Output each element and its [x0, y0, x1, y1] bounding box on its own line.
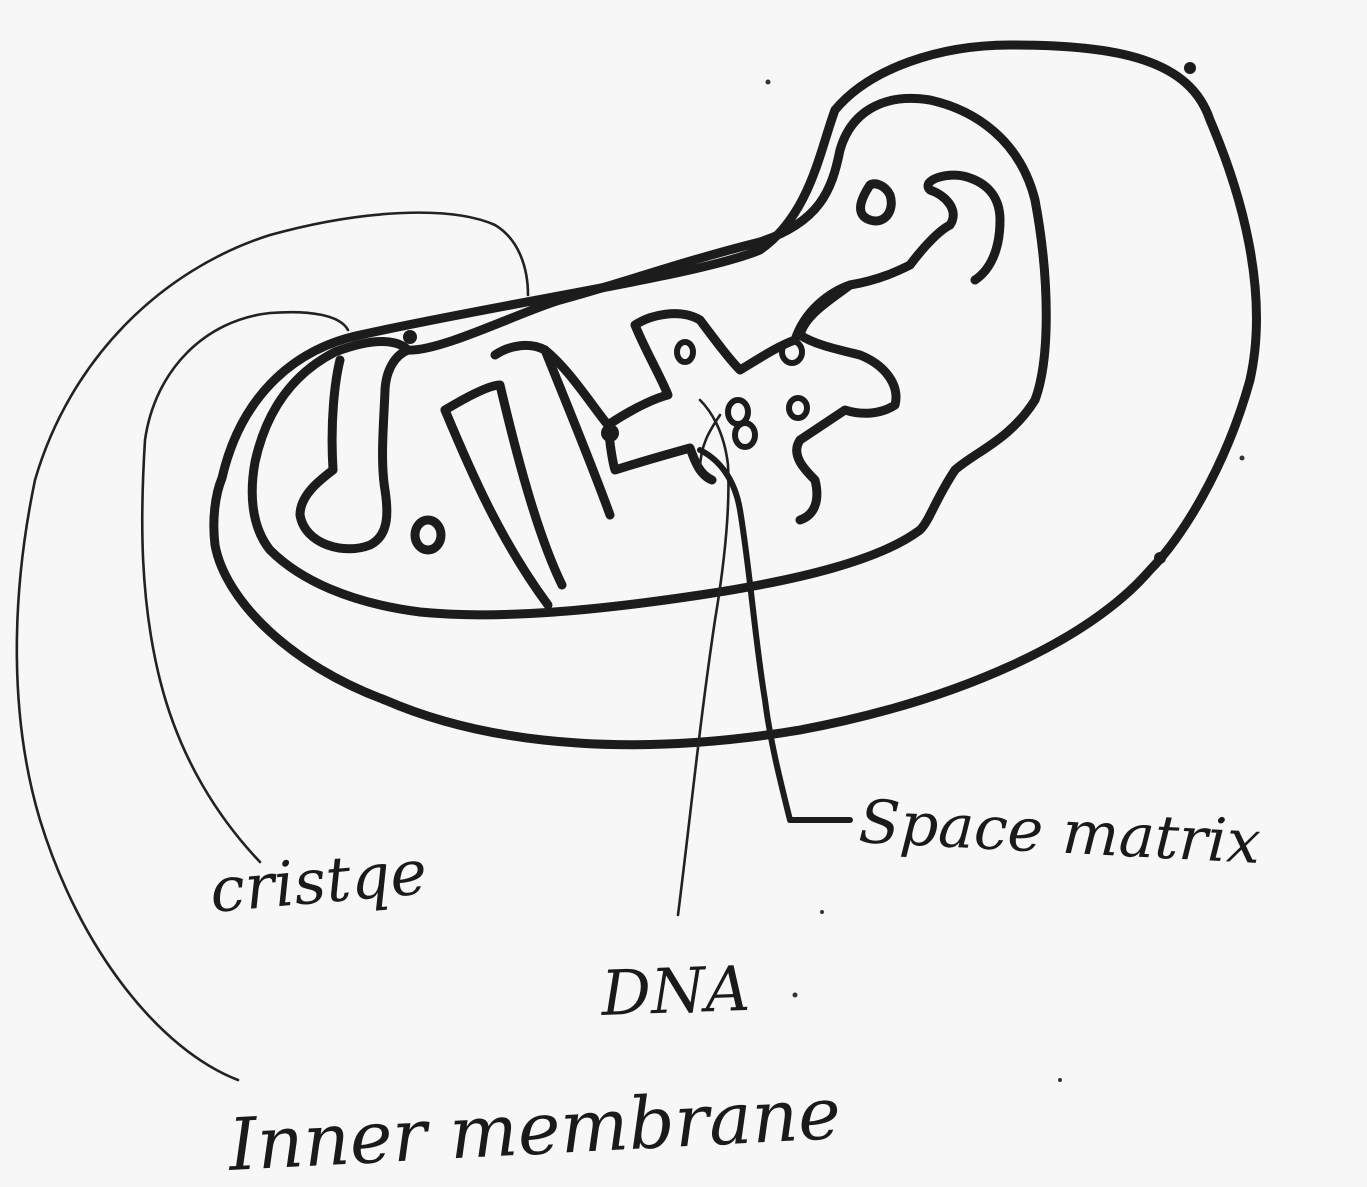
cristae-fold-5 — [545, 175, 1000, 425]
cristae-fold-6 — [608, 425, 712, 480]
cristae-fold-8 — [861, 184, 892, 221]
speck — [1240, 456, 1245, 461]
ribosome-circle-1 — [415, 520, 441, 550]
label-space-matrix: Space matrix — [857, 787, 1262, 878]
outer-membrane — [214, 45, 1257, 745]
granule-dot-3 — [1184, 62, 1196, 74]
granule-dot-4 — [1154, 552, 1166, 564]
dna-loop-4 — [789, 398, 807, 418]
speck — [1058, 1078, 1062, 1082]
speck — [820, 910, 824, 914]
cristae-fold-7 — [797, 285, 896, 520]
granule-dot-2 — [403, 330, 417, 344]
granule-dot-1 — [601, 424, 619, 442]
label-cristae: cristqe — [207, 835, 430, 927]
cristae-fold-2 — [445, 385, 562, 585]
dna-loop-5 — [677, 342, 693, 362]
speck — [793, 993, 798, 998]
label-inner-membrane: Inner membrane — [224, 1071, 842, 1187]
label-dna: DNA — [599, 952, 751, 1030]
speck — [766, 80, 771, 85]
dna-loop-2 — [735, 423, 755, 447]
cristae-fold-1 — [300, 350, 408, 549]
leader-line-space-matrix — [700, 450, 850, 820]
